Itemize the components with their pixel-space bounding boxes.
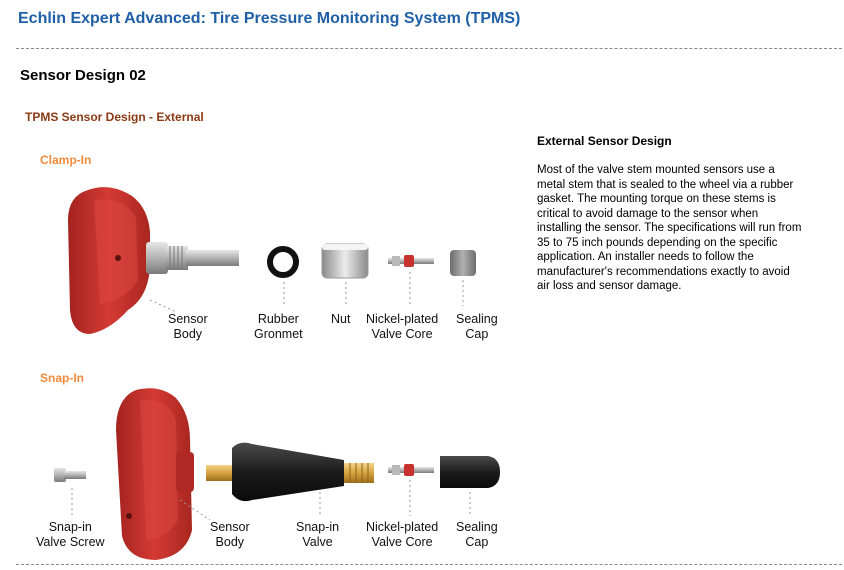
clamp-in-sensor-body xyxy=(68,187,150,334)
snap-in-sealing-cap xyxy=(440,456,500,488)
snap-in-valve-screw xyxy=(54,468,86,482)
snap-in-sensor-body xyxy=(116,388,194,560)
snap-in-valve xyxy=(206,443,374,501)
clamp-in-rubber-grommet xyxy=(270,249,296,275)
clamp-in-sealing-cap xyxy=(450,250,476,276)
description-heading: External Sensor Design xyxy=(537,134,672,148)
bottom-divider xyxy=(16,564,842,565)
label-nut: Nut xyxy=(331,312,350,327)
clamp-in-metal-stem xyxy=(146,242,239,274)
description-body: Most of the valve stem mounted sensors u… xyxy=(537,163,802,294)
snap-in-valve-core xyxy=(388,464,434,476)
clamp-in-valve-core xyxy=(388,255,434,267)
clamp-in-nut xyxy=(322,244,368,278)
